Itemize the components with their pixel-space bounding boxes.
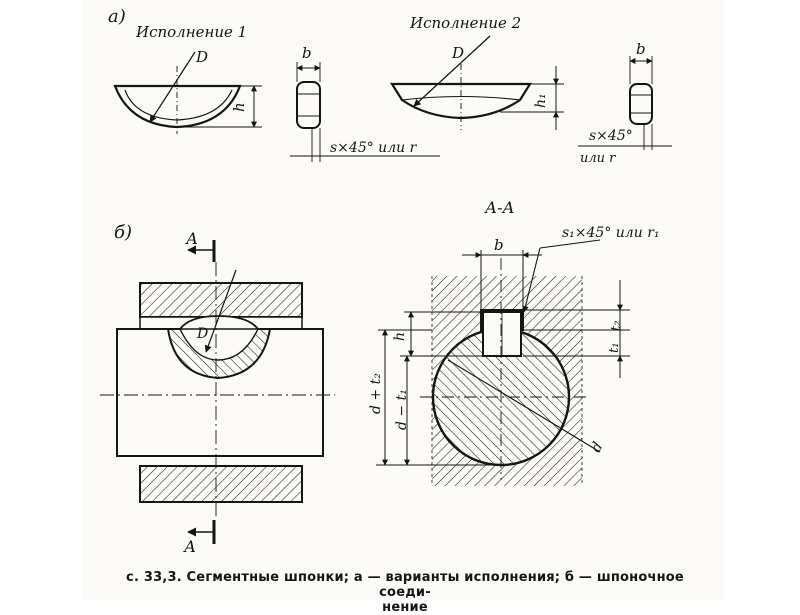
label-part-a: а) [108,6,126,27]
label-h1: h₁ [533,93,549,108]
label-d: d [588,439,606,455]
dim-d-section [376,329,500,466]
caption-line-1: с. 33,3. Сегментные шпонки; а — варианты… [126,570,684,600]
label-D-3: D [196,326,208,342]
label-chamfer-or-2: или r [580,151,616,166]
key-side-view-1 [290,62,440,162]
label-h-section: h [392,332,408,341]
figure-caption: с. 33,3. Сегментные шпонки; а — варианты… [100,570,710,615]
dim-h1 [500,66,564,130]
label-section-mark-top: А [185,229,198,248]
technical-drawing: а) Исполнение 1 Исполнение 2 D h [100,6,672,556]
hub-lower [139,465,303,503]
dim-t-section [523,280,630,378]
label-d-plus-t2: d + t₂ [368,373,384,414]
page: а) Исполнение 1 Исполнение 2 D h [100,6,684,615]
dim-b-section [462,250,542,310]
dim-h [182,85,262,128]
label-b-section: b [494,236,504,254]
label-s1-chamfer: s₁×45° или r₁ [562,225,660,241]
label-t2: t₂ [609,321,624,331]
label-h: h [230,102,248,112]
label-chamfer-s-2: s×45° [589,128,633,144]
label-D-1: D [195,48,208,66]
label-chamfer-1: s×45° или r [330,140,418,156]
section-marker-top [187,240,216,262]
label-section-aa: А-А [484,198,515,217]
label-D-2: D [451,44,464,62]
caption-line-2: нение [382,600,428,615]
key-variant-1 [113,51,242,134]
label-variant-1: Исполнение 1 [135,23,247,41]
label-variant-2: Исполнение 2 [409,14,521,32]
label-section-mark-bottom: А [183,537,196,556]
label-part-b: б) [114,222,132,243]
label-d-minus-t1: d − t₁ [394,389,410,430]
key-side-view-2 [578,56,672,150]
key-variant-2 [390,35,532,130]
label-t1: t₁ [607,343,622,353]
label-b-1: b [302,44,312,62]
key-in-shaft [166,315,272,380]
section-aa [420,258,601,486]
section-marker-bottom [187,520,216,544]
label-b-2: b [636,40,646,58]
